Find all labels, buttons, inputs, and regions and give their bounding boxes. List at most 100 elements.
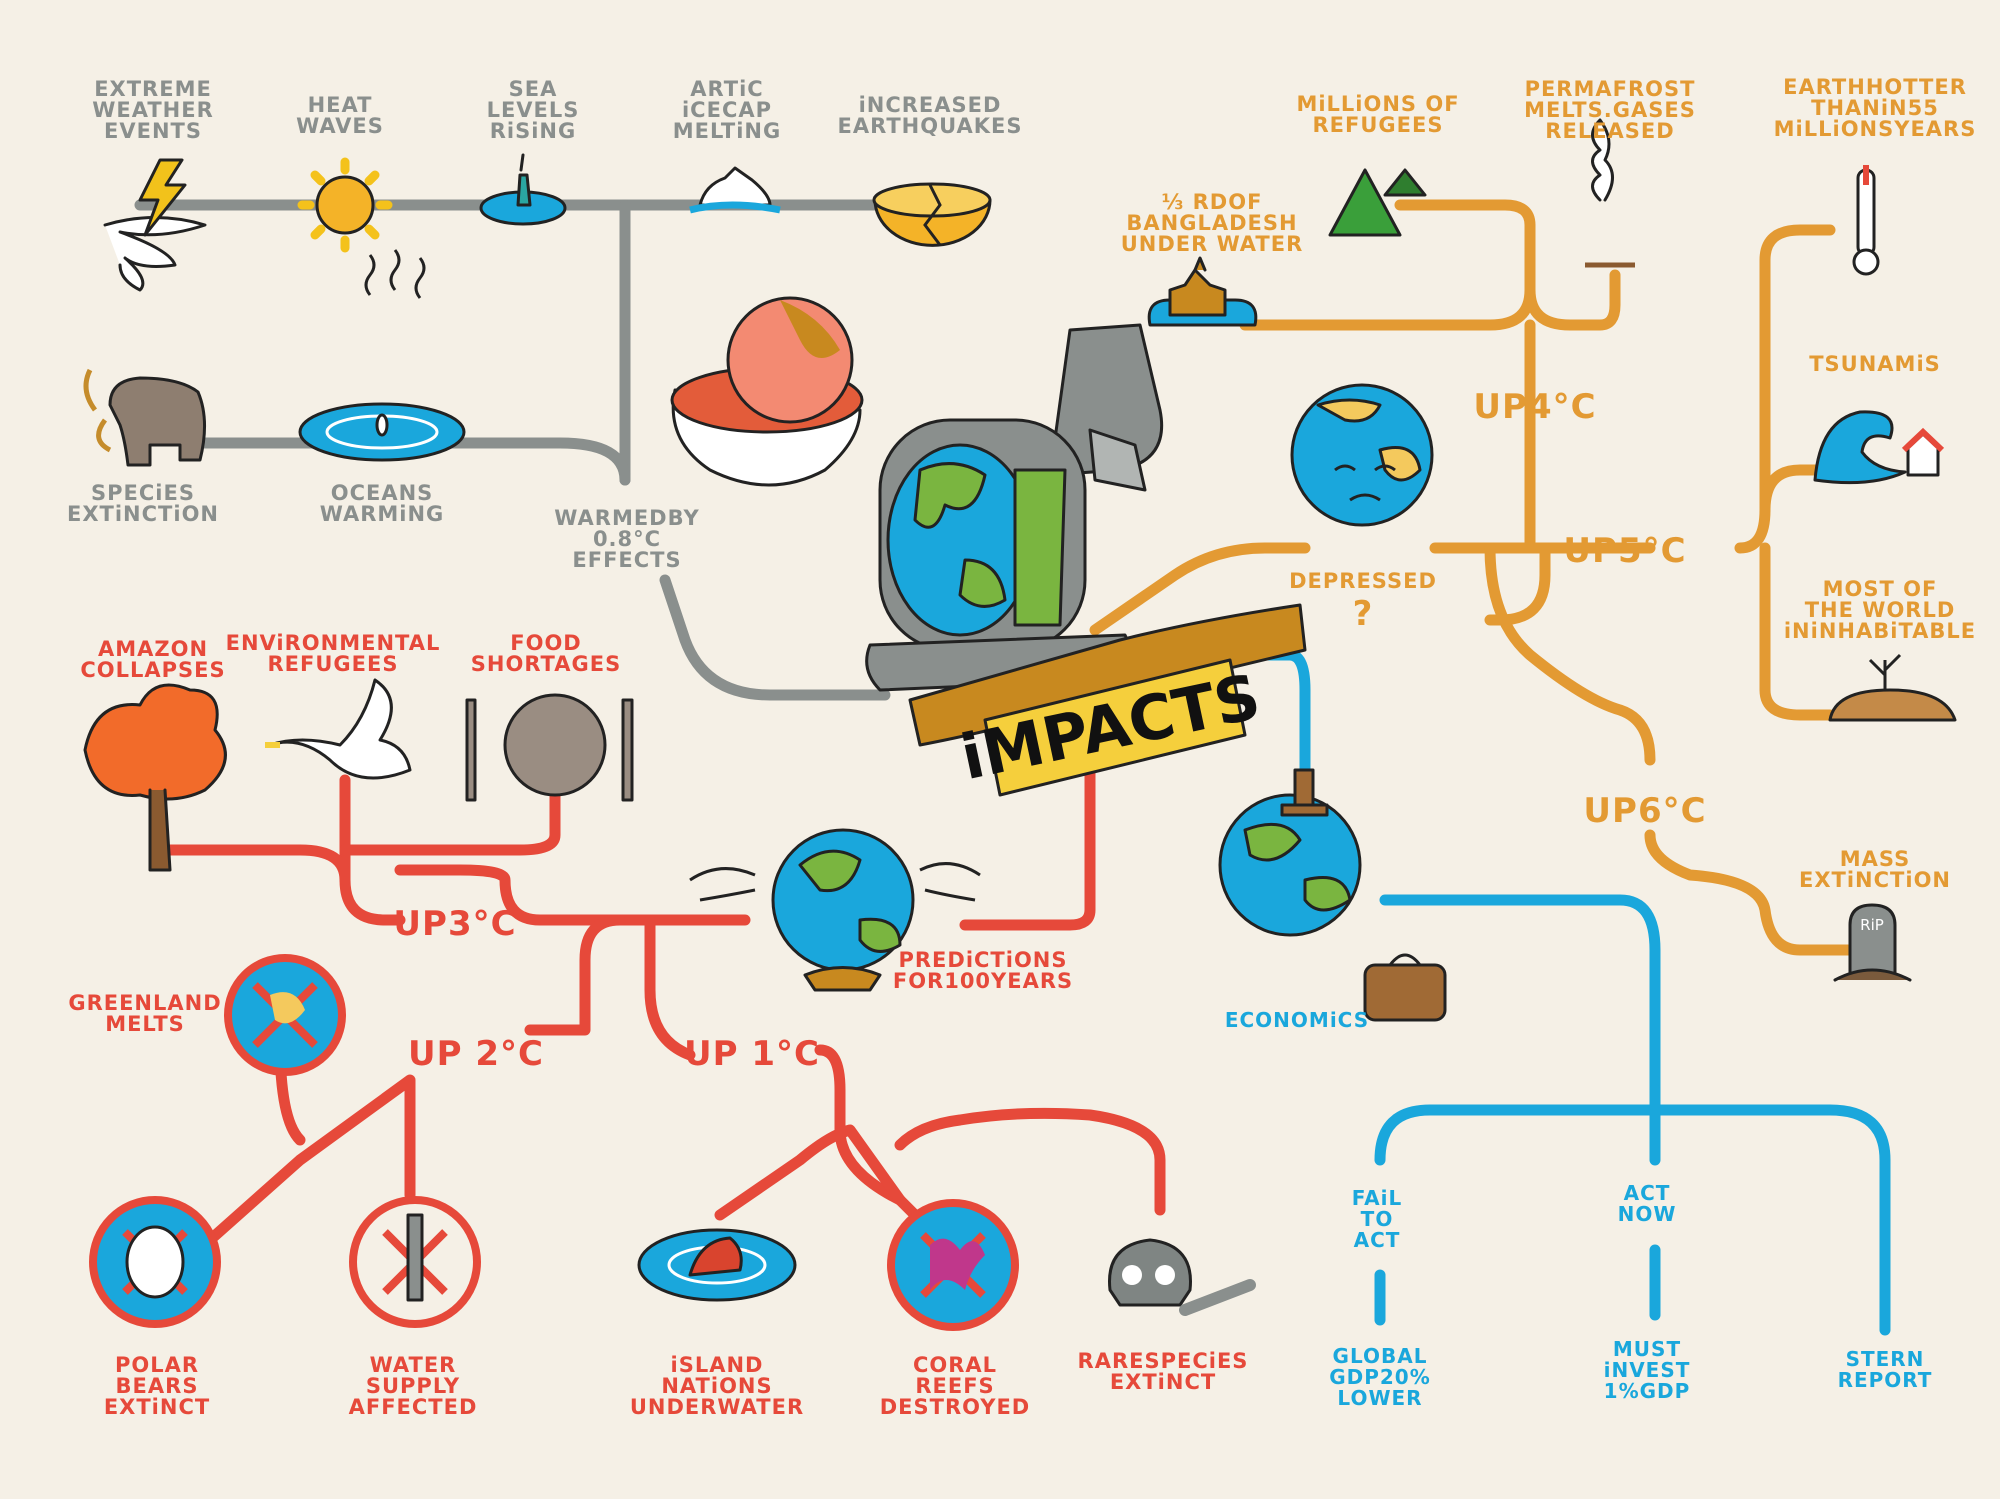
- label-tsunamis: TSUNAMiS: [1809, 352, 1941, 376]
- skull-bone-icon: [1108, 1238, 1256, 1316]
- label-oceans-warming-line: OCEANS: [331, 481, 434, 505]
- label-coral-reefs-line: CORAL: [913, 1353, 997, 1377]
- label-polar-bears-line: EXTiNCT: [104, 1395, 210, 1419]
- label-extreme-weather-line: EVENTS: [104, 119, 202, 143]
- label-fail-to-act-line: TO: [1361, 1207, 1394, 1231]
- sinking-island-icon: [637, 1228, 797, 1302]
- thermometer-icon: [1852, 165, 1880, 276]
- label-heat-waves-line: HEAT: [308, 93, 373, 117]
- label-greenland-line: MELTS: [105, 1012, 185, 1036]
- mammoth-icon: [83, 368, 207, 467]
- label-bangladesh-line: UNDER WATER: [1121, 232, 1304, 256]
- label-extreme-weather-line: WEATHER: [92, 98, 214, 122]
- label-coral-reefs-line: DESTROYED: [880, 1395, 1030, 1419]
- statue-of-liberty-icon: [479, 153, 567, 226]
- label-warmed-by-line: EFFECTS: [572, 548, 681, 572]
- red-branch-lines: [164, 764, 1166, 1246]
- blue-branch-lines: [1224, 649, 1891, 1336]
- label-polar-bears-line: POLAR: [115, 1353, 199, 1377]
- tsunami-icon: [1813, 410, 1945, 485]
- polar-bear-crossed-icon: [89, 1196, 221, 1328]
- flying-bird-icon: [265, 678, 412, 780]
- tombstone-text: RiP: [1860, 916, 1884, 934]
- label-earth-hotter-line: THANiN55: [1811, 96, 1939, 120]
- label-predictions-line: PREDiCTiONS: [898, 948, 1067, 972]
- label-mass-extinction-line: EXTiNCTiON: [1799, 868, 1951, 892]
- label-predictions-line: FOR100YEARS: [893, 969, 1073, 993]
- label-water-supply-line: AFFECTED: [349, 1395, 478, 1419]
- label-amazon-line: COLLAPSES: [80, 658, 225, 682]
- label-invest-gdp-line: iNVEST: [1604, 1358, 1691, 1382]
- coral-crossed-icon: [887, 1199, 1019, 1331]
- label-depressed: DEPRESSED: [1289, 569, 1437, 593]
- iceberg-icon: [689, 166, 781, 214]
- tombstone-icon: RiP: [1833, 903, 1912, 982]
- label-fail-to-act-line: ACT: [1354, 1228, 1401, 1252]
- label-species-extinction-line: SPECiES: [91, 481, 195, 505]
- label-stern-report-line: REPORT: [1838, 1368, 1933, 1392]
- label-act-now-line: ACT: [1624, 1181, 1671, 1205]
- label-up4: UP4°C: [1473, 387, 1596, 427]
- label-bangladesh-line: ⅓ RDOF: [1162, 190, 1263, 214]
- label-gdp-lower-line: GLOBAL: [1333, 1344, 1428, 1368]
- label-food-shortages-line: SHORTAGES: [471, 652, 621, 676]
- label-heat-waves-line: WAVES: [296, 114, 384, 138]
- label-food-shortages-line: FOOD: [510, 631, 581, 655]
- label-tsunamis-line: TSUNAMiS: [1809, 352, 1941, 376]
- label-depressed-line: DEPRESSED: [1289, 569, 1437, 593]
- label-water-supply-line: WATER: [370, 1353, 457, 1377]
- label-permafrost-line: PERMAFROST: [1525, 77, 1696, 101]
- label-earthquakes-line: EARTHQUAKES: [838, 114, 1023, 138]
- label-island-nations-line: NATiONS: [661, 1374, 772, 1398]
- label-up2: UP 2°C: [408, 1034, 544, 1074]
- label-warmed-by-line: WARMEDBY: [554, 506, 699, 530]
- label-act-now-line: NOW: [1618, 1202, 1677, 1226]
- penguin-pool-icon: [298, 402, 466, 462]
- label-extreme-weather-line: EXTREME: [94, 77, 212, 101]
- label-sea-levels-line: SEA: [509, 77, 558, 101]
- label-arctic-icecap-line: ARTiC: [690, 77, 763, 101]
- label-up1: UP 1°C: [684, 1034, 820, 1074]
- label-earthquakes-line: iNCREASED: [859, 93, 1002, 117]
- climate-machine-icon: [865, 323, 1164, 692]
- label-economics: ECONOMiCS: [1225, 1008, 1369, 1032]
- tornado-lightning-icon: [103, 158, 207, 292]
- empty-plate-icon: [465, 693, 634, 802]
- label-env-refugees-line: REFUGEES: [268, 652, 399, 676]
- label-rare-species-line: EXTiNCT: [1110, 1370, 1216, 1394]
- label-up6: UP6°C: [1583, 791, 1706, 831]
- label-water-supply-line: SUPPLY: [366, 1374, 460, 1398]
- label-greenland-line: GREENLAND: [68, 991, 221, 1015]
- label-mass-extinction-line: MASS: [1840, 847, 1910, 871]
- label-sea-levels-line: RiSiNG: [490, 119, 577, 143]
- tap-crossed-icon: [349, 1196, 481, 1328]
- label-sea-levels-line: LEVELS: [487, 98, 580, 122]
- economics-earth-icon: [1218, 768, 1447, 1022]
- label-stern-report-line: STERN: [1846, 1347, 1925, 1371]
- label-coral-reefs-line: REEFS: [915, 1374, 994, 1398]
- label-permafrost-line: MELTS.GASES: [1524, 98, 1696, 122]
- flooded-temple-icon: [1147, 256, 1258, 327]
- burning-tree-icon: [83, 683, 227, 872]
- label-species-extinction-line: EXTiNCTiON: [67, 502, 219, 526]
- label-up5: UP5°C: [1563, 531, 1686, 571]
